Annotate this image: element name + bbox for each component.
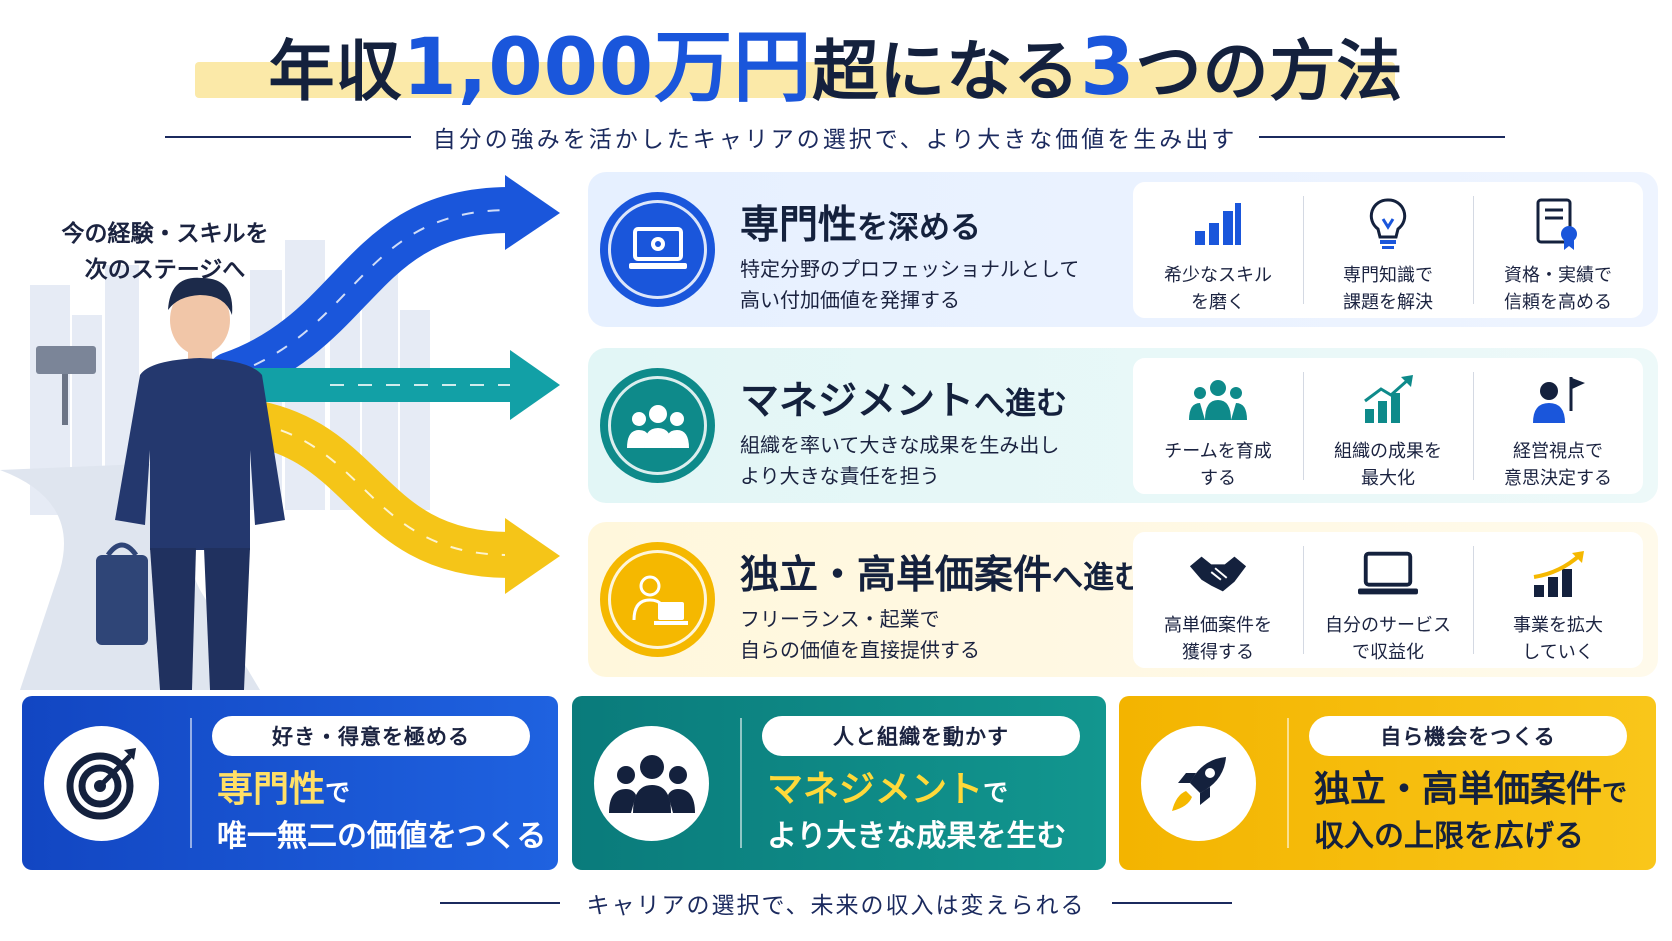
title-part-5: つの方法 (1135, 33, 1404, 110)
businessman-figure (96, 277, 285, 690)
summary-pill: 好き・得意を極める (212, 716, 530, 756)
feature-label: 事業を拡大 していく (1513, 615, 1603, 663)
summary-text: 独立・高単価案件で 収入の上限を広げる (1314, 769, 1628, 854)
arrow-blue-head (505, 175, 560, 250)
feature-box: 希少なスキル を磨く 専門知識で 課題を解決 資格・実績で 信頼を高める (1133, 182, 1643, 318)
summary-card-independent: 自ら機会をつくる 独立・高単価案件で 収入の上限を広げる (1119, 696, 1656, 870)
feature-label: チームを育成 する (1164, 441, 1272, 489)
feature-item: 組織の成果を 最大化 (1303, 358, 1473, 494)
signpost-pole (62, 355, 68, 425)
feature-item: 希少なスキル を磨く (1133, 182, 1303, 318)
summary-divider (740, 718, 742, 848)
path-description: フリーランス・起業で 自らの価値を直接提供する (740, 607, 980, 662)
left-caption: 今の経験・スキルを 次のステージへ (40, 216, 290, 288)
title-part-4: 3 (1080, 23, 1136, 113)
arrow-teal-head (510, 350, 560, 420)
summary-card-specialty: 好き・得意を極める 専門性で 唯一無二の価値をつくる (22, 696, 558, 870)
feature-label: 希少なスキル を磨く (1164, 265, 1272, 313)
summary-card-management: 人と組織を動かす マネジメントで より大きな成果を生む (572, 696, 1106, 870)
leader-flag-icon (1528, 370, 1588, 430)
subtitle-line-right (1259, 136, 1505, 138)
title-highlight (195, 62, 1395, 98)
feature-box: チームを育成 する 組織の成果を 最大化 経営視点で 意思決定する (1133, 358, 1643, 494)
path-title: マネジメントへ進む (740, 379, 1068, 424)
handshake-icon (1188, 544, 1248, 604)
footer-text: キャリアの選択で、未来の収入は変えられる (586, 893, 1086, 919)
feature-label: 資格・実績で 信頼を高める (1504, 265, 1612, 313)
expand-chart-icon (1528, 544, 1588, 604)
scene-svg (0, 175, 560, 690)
title-block: 年収1,000万円超になる3つの方法 (0, 18, 1672, 122)
left-caption-line-2: 次のステージへ (84, 257, 246, 283)
lightbulb-icon (1358, 194, 1418, 254)
footer-line-right (1111, 902, 1232, 904)
laptop-icon (1358, 544, 1418, 604)
path-description: 組織を率いて大きな成果を生み出し より大きな責任を担う (740, 433, 1060, 488)
bar-chart-icon (1188, 194, 1248, 254)
feature-label: 自分のサービス で収益化 (1325, 615, 1451, 663)
footer-row: キャリアの選択で、未来の収入は変えられる (440, 886, 1232, 920)
path-title: 専門性を深める (740, 203, 982, 248)
feature-label: 組織の成果を 最大化 (1334, 441, 1442, 489)
title-part-2: 1,000万円 (402, 23, 813, 113)
feature-label: 高単価案件を 獲得する (1164, 615, 1272, 663)
feature-box: 高単価案件を 獲得する 自分のサービス で収益化 事業を拡大 していく (1133, 532, 1643, 668)
path-card-independent: 独立・高単価案件へ進む フリーランス・起業で 自らの価値を直接提供する 高単価案… (588, 522, 1658, 677)
title-part-1: 年収 (268, 33, 403, 110)
summary-text: マネジメントで より大きな成果を生む (767, 769, 1067, 854)
subtitle-row: 自分の強みを活かしたキャリアの選択で、より大きな価値を生み出す (165, 122, 1505, 153)
page-title: 年収1,000万円超になる3つの方法 (0, 18, 1672, 122)
freelancer-laptop-icon (600, 542, 715, 657)
subtitle-line-left (165, 136, 411, 138)
summary-text: 専門性で 唯一無二の価値をつくる (217, 769, 547, 854)
target-icon (44, 726, 159, 841)
subtitle: 自分の強みを活かしたキャリアの選択で、より大きな価値を生み出す (432, 127, 1238, 153)
team-icon (600, 368, 715, 483)
feature-item: 専門知識で 課題を解決 (1303, 182, 1473, 318)
businessman-illustration (0, 170, 560, 690)
feature-item: 高単価案件を 獲得する (1133, 532, 1303, 668)
growth-chart-icon (1358, 370, 1418, 430)
path-card-specialty: 専門性を深める 特定分野のプロフェッショナルとして 高い付加価値を発揮する 希少… (588, 172, 1658, 327)
summary-divider (190, 718, 192, 848)
path-description: 特定分野のプロフェッショナルとして 高い付加価値を発揮する (740, 257, 1080, 312)
signpost-board (36, 346, 96, 374)
feature-item: 経営視点で 意思決定する (1473, 358, 1643, 494)
rocket-icon (1141, 726, 1256, 841)
summary-divider (1287, 718, 1289, 848)
feature-item: 資格・実績で 信頼を高める (1473, 182, 1643, 318)
feature-label: 専門知識で 課題を解決 (1343, 265, 1433, 313)
feature-label: 経営視点で 意思決定する (1504, 441, 1612, 489)
path-card-management: マネジメントへ進む 組織を率いて大きな成果を生み出し より大きな責任を担う チー… (588, 348, 1658, 503)
feature-item: 自分のサービス で収益化 (1303, 532, 1473, 668)
arrow-yellow-head (505, 518, 560, 594)
certificate-icon (1528, 194, 1588, 254)
laptop-gear-icon (600, 192, 715, 307)
title-part-3: 超になる (812, 33, 1081, 110)
left-caption-line-1: 今の経験・スキルを (61, 221, 269, 247)
footer-line-left (440, 902, 561, 904)
summary-pill: 自ら機会をつくる (1309, 716, 1627, 756)
path-title: 独立・高単価案件へ進む (740, 553, 1146, 598)
team-icon (1188, 370, 1248, 430)
feature-item: チームを育成 する (1133, 358, 1303, 494)
team-icon (594, 726, 709, 841)
feature-item: 事業を拡大 していく (1473, 532, 1643, 668)
summary-pill: 人と組織を動かす (762, 716, 1080, 756)
